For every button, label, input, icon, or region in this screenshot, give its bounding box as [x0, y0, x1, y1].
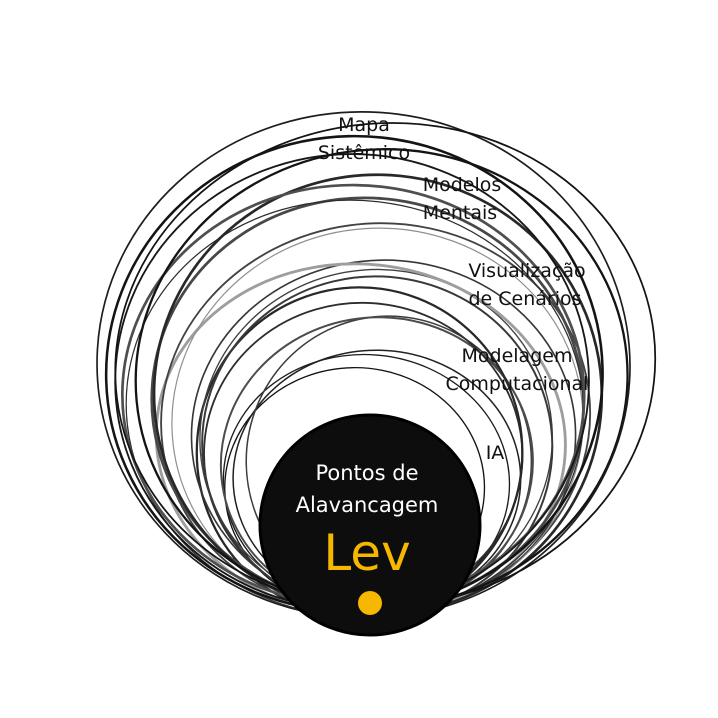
layer-2-label-line1: Modelos	[423, 174, 502, 196]
core-label-line1: Pontos de	[315, 461, 418, 485]
leverage-point-dot	[358, 591, 382, 615]
layer-1-label-line1: Mapa	[338, 114, 390, 136]
core-short-label: Lev	[323, 524, 410, 582]
layer-5-label: IA	[486, 442, 505, 464]
layer-1-label-line2: Sistêmico	[318, 142, 410, 164]
layer-3-label-line1: Visualização	[468, 260, 585, 282]
layer-2-label-line2: Mentais	[423, 202, 497, 224]
layer-3-label-line2: de Cenários	[468, 288, 581, 310]
layer-4-label-line1: Modelagem	[462, 345, 573, 367]
core-label-line2: Alavancagem	[296, 493, 439, 517]
layer-4-label-line2: Computacional	[446, 373, 589, 395]
core-circle	[258, 413, 482, 637]
